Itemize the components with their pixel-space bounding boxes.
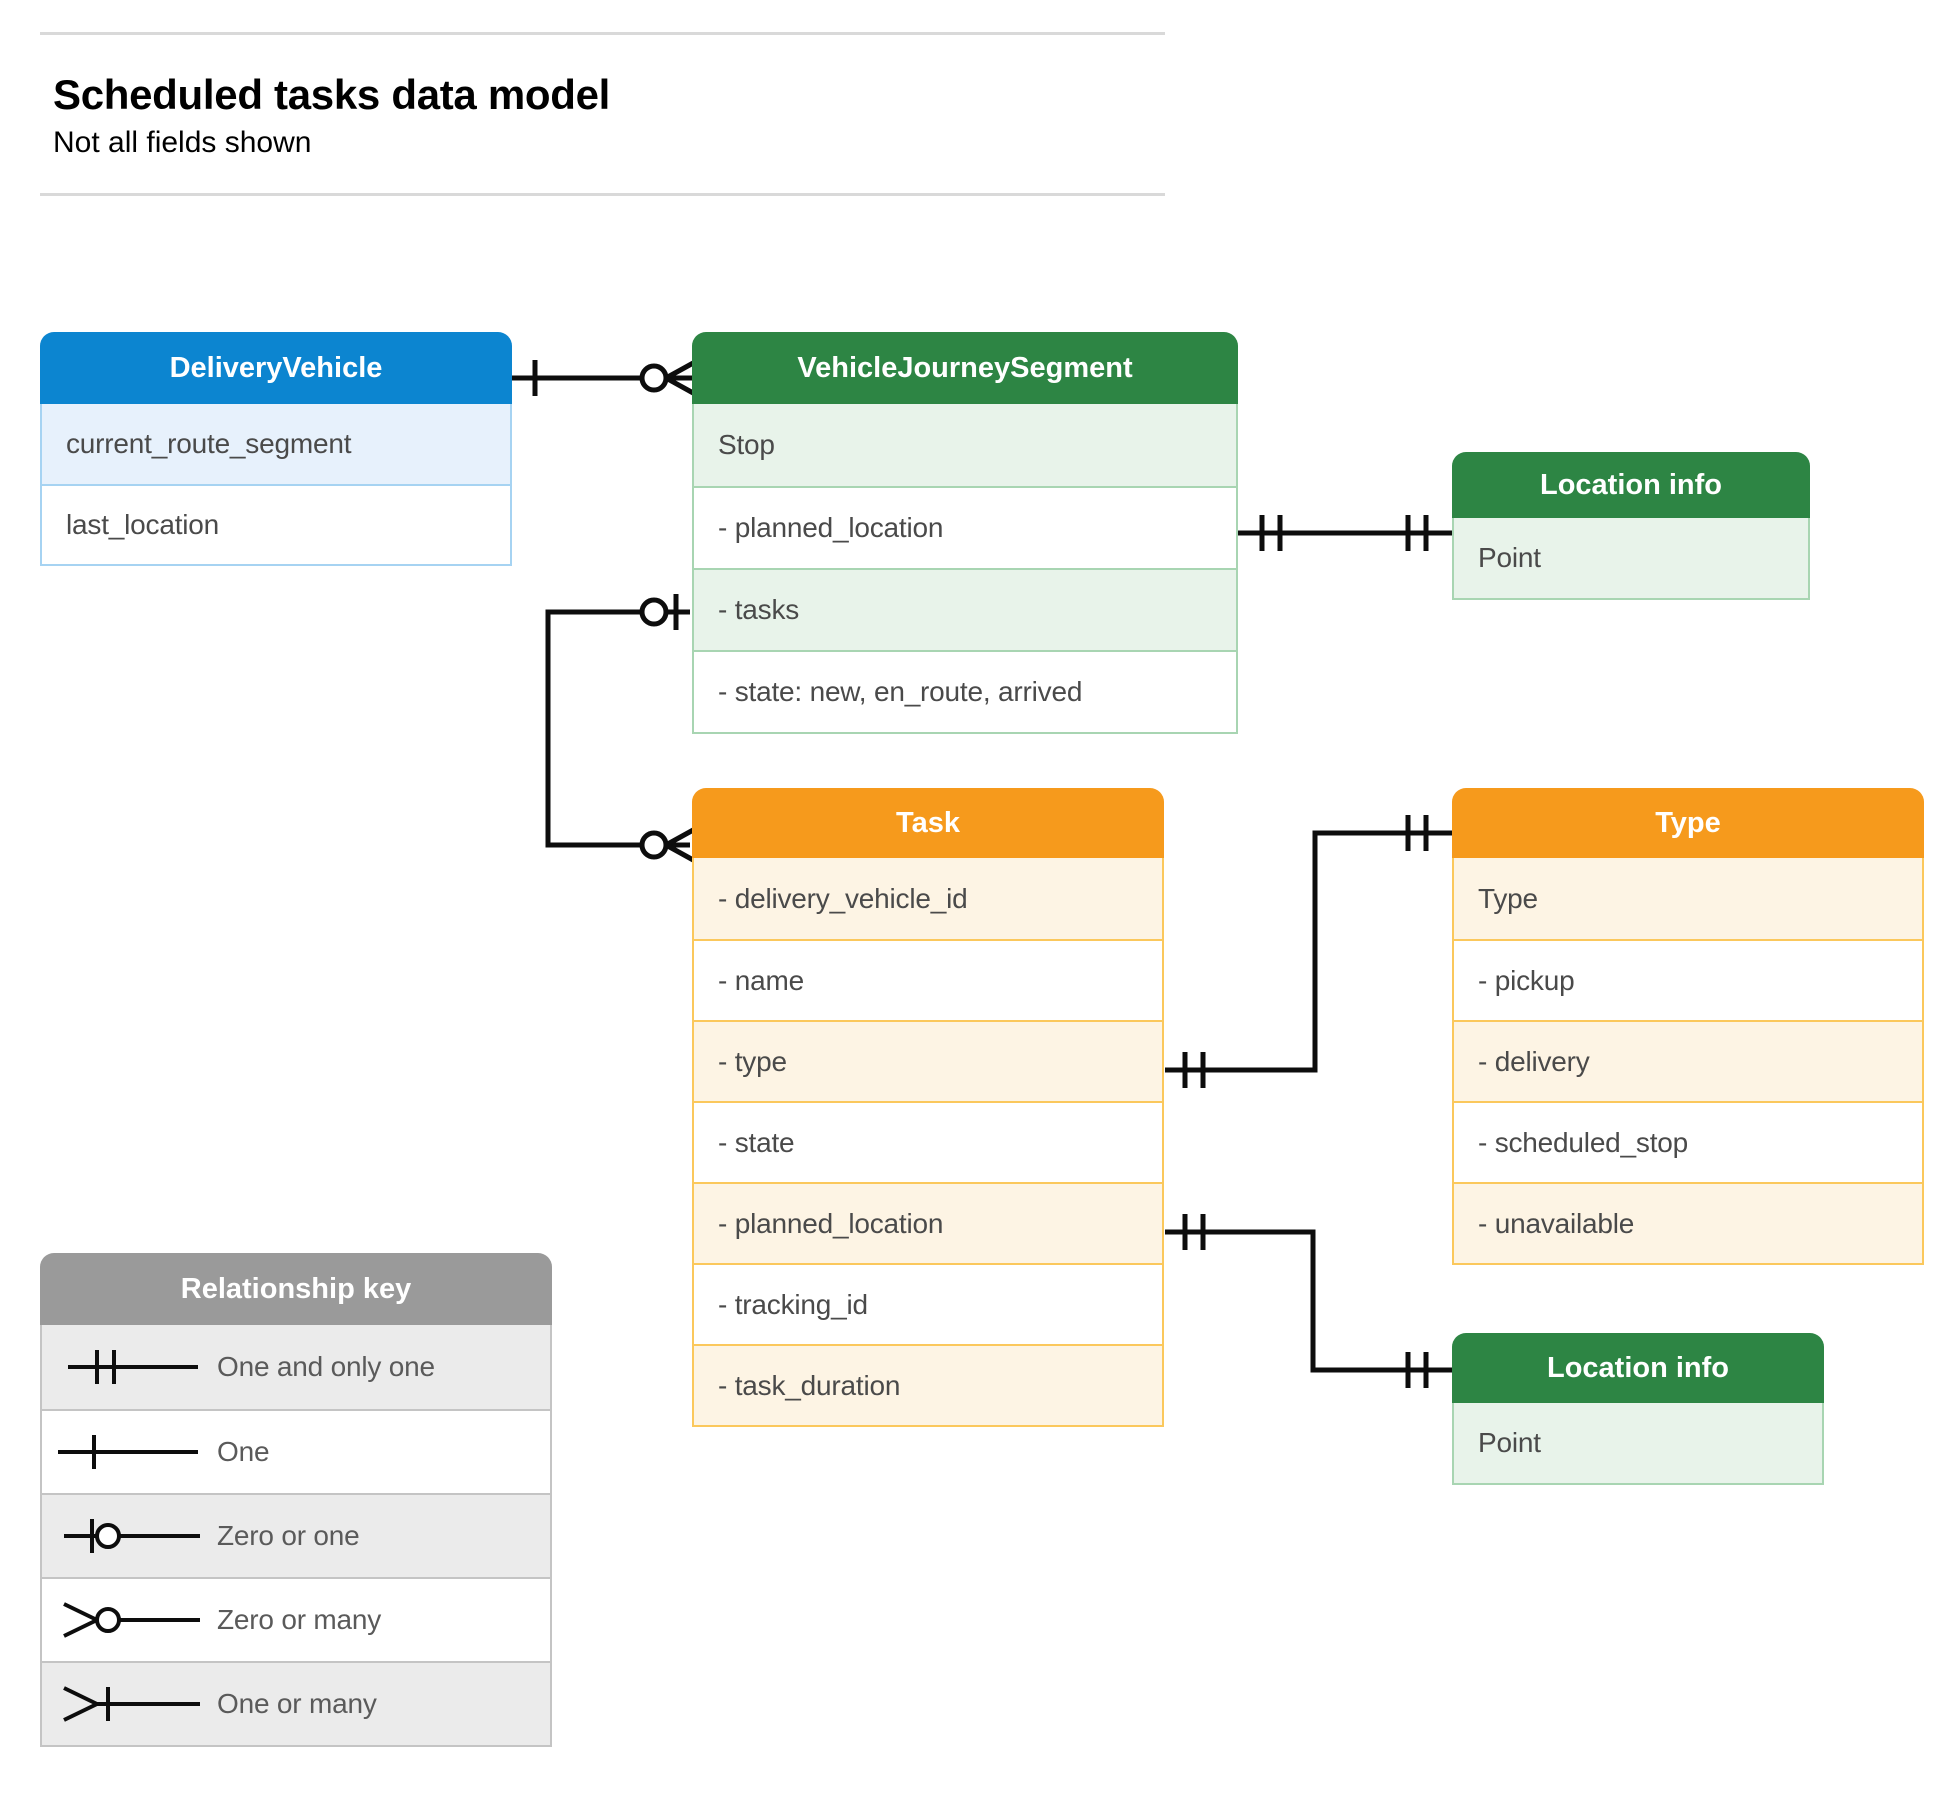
entity-field: Point [1454,1403,1822,1483]
entity-rows-vehiclejourneysegment: Stop - planned_location - tasks - state:… [692,404,1238,734]
entity-field: - planned_location [694,486,1236,568]
entity-field: - name [694,939,1162,1020]
connector-tasks-to-task [545,594,697,864]
entity-field: - delivery [1454,1020,1922,1101]
page-subtitle: Not all fields shown [53,126,312,160]
legend-item-zero-or-many: Zero or many [42,1577,550,1661]
legend-item-one-or-many: One or many [42,1661,550,1745]
legend-rows: One and only one One [40,1325,552,1747]
zero-or-many-icon [42,1595,217,1645]
entity-rows-locationinfo-bottom: Point [1452,1403,1824,1485]
entity-field: Stop [694,404,1236,486]
entity-field: Type [1454,858,1922,939]
entity-header-vehiclejourneysegment: VehicleJourneySegment [692,332,1238,404]
legend-item-one-and-only-one: One and only one [42,1325,550,1409]
one-and-only-one-icon [42,1342,217,1392]
entity-field: - scheduled_stop [1454,1101,1922,1182]
entity-field: - task_duration [694,1344,1162,1425]
title-block: Scheduled tasks data model Not all field… [40,32,1165,196]
entity-field: - state: new, en_route, arrived [694,650,1236,732]
one-or-many-icon [42,1679,217,1729]
one-icon [42,1427,217,1477]
legend-item-label: One and only one [217,1351,435,1382]
zero-or-one-icon [42,1511,217,1561]
entity-header-locationinfo-top: Location info [1452,452,1810,518]
entity-header-task: Task [692,788,1164,858]
legend-item-zero-or-one: Zero or one [42,1493,550,1577]
legend-item-label: Zero or many [217,1604,382,1635]
legend-item-label: Zero or one [217,1520,360,1551]
legend-item-one: One [42,1409,550,1493]
entity-deliveryvehicle[interactable]: DeliveryVehicle current_route_segment la… [40,332,512,566]
entity-header-locationinfo-bottom: Location info [1452,1333,1824,1403]
entity-locationinfo-top[interactable]: Location info Point [1452,452,1810,600]
connector-tasktype-to-type [1165,815,1452,1088]
legend-item-label: One [217,1436,270,1467]
entity-field: - pickup [1454,939,1922,1020]
entity-type[interactable]: Type Type - pickup - delivery - schedule… [1452,788,1924,1265]
entity-field: - unavailable [1454,1182,1922,1263]
entity-task[interactable]: Task - delivery_vehicle_id - name - type… [692,788,1164,1427]
entity-locationinfo-bottom[interactable]: Location info Point [1452,1333,1824,1485]
entity-field: current_route_segment [42,404,510,484]
entity-field: - delivery_vehicle_id [694,858,1162,939]
entity-field: last_location [42,484,510,564]
entity-field: Point [1454,518,1808,598]
entity-rows-deliveryvehicle: current_route_segment last_location [40,404,512,566]
entity-vehiclejourneysegment[interactable]: VehicleJourneySegment Stop - planned_loc… [692,332,1238,734]
entity-rows-type: Type - pickup - delivery - scheduled_sto… [1452,858,1924,1265]
entity-field: - state [694,1101,1162,1182]
entity-field: - type [694,1020,1162,1101]
entity-header-deliveryvehicle: DeliveryVehicle [40,332,512,404]
entity-header-type: Type [1452,788,1924,858]
entity-rows-task: - delivery_vehicle_id - name - type - st… [692,858,1164,1427]
bottom-divider [40,192,1165,196]
top-divider [40,32,1165,35]
connector-deliveryvehicle-to-vehiclejourneysegment [510,359,697,397]
entity-rows-locationinfo-top: Point [1452,518,1810,600]
legend-relationship-key[interactable]: Relationship key One and only one [40,1253,552,1747]
page-title: Scheduled tasks data model [53,71,611,118]
entity-field: - tracking_id [694,1263,1162,1344]
connector-plannedlocation-to-locationinfo-top [1238,515,1452,551]
entity-field: - planned_location [694,1182,1162,1263]
connector-taskplannedlocation-to-locationinfo-bottom [1165,1214,1452,1388]
legend-item-label: One or many [217,1688,377,1719]
legend-title: Relationship key [40,1253,552,1325]
entity-field: - tasks [694,568,1236,650]
